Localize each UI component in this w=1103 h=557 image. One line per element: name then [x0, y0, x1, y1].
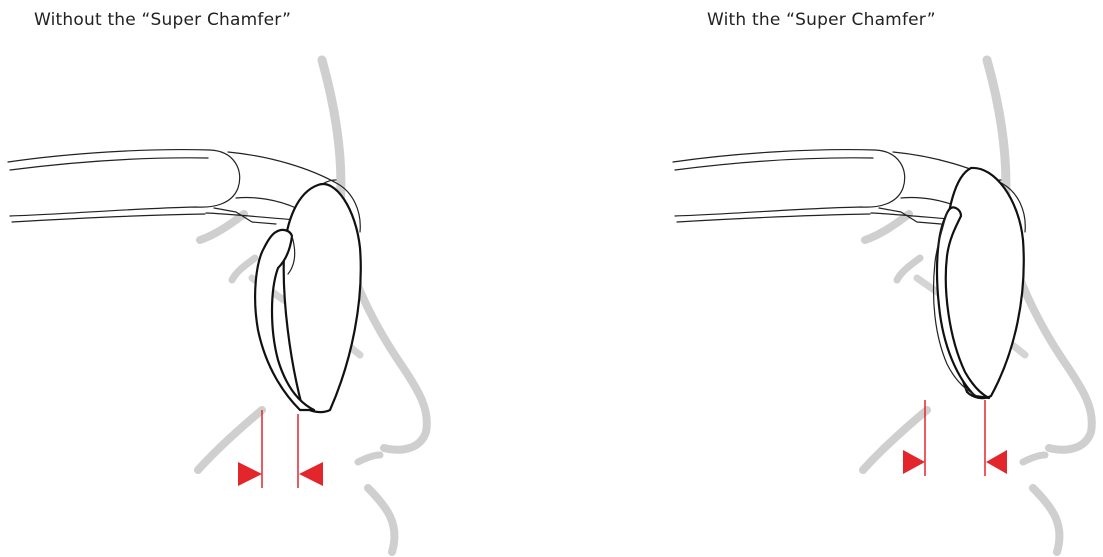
- panel-with-chamfer: [673, 60, 1092, 552]
- lens-front-left: [284, 184, 361, 412]
- arrow-left-right: [986, 450, 1007, 474]
- arrow-right-right: [903, 450, 925, 474]
- arrow-right-left: [238, 462, 262, 486]
- arrow-left-left: [299, 462, 323, 486]
- panel-without-chamfer: [8, 60, 427, 552]
